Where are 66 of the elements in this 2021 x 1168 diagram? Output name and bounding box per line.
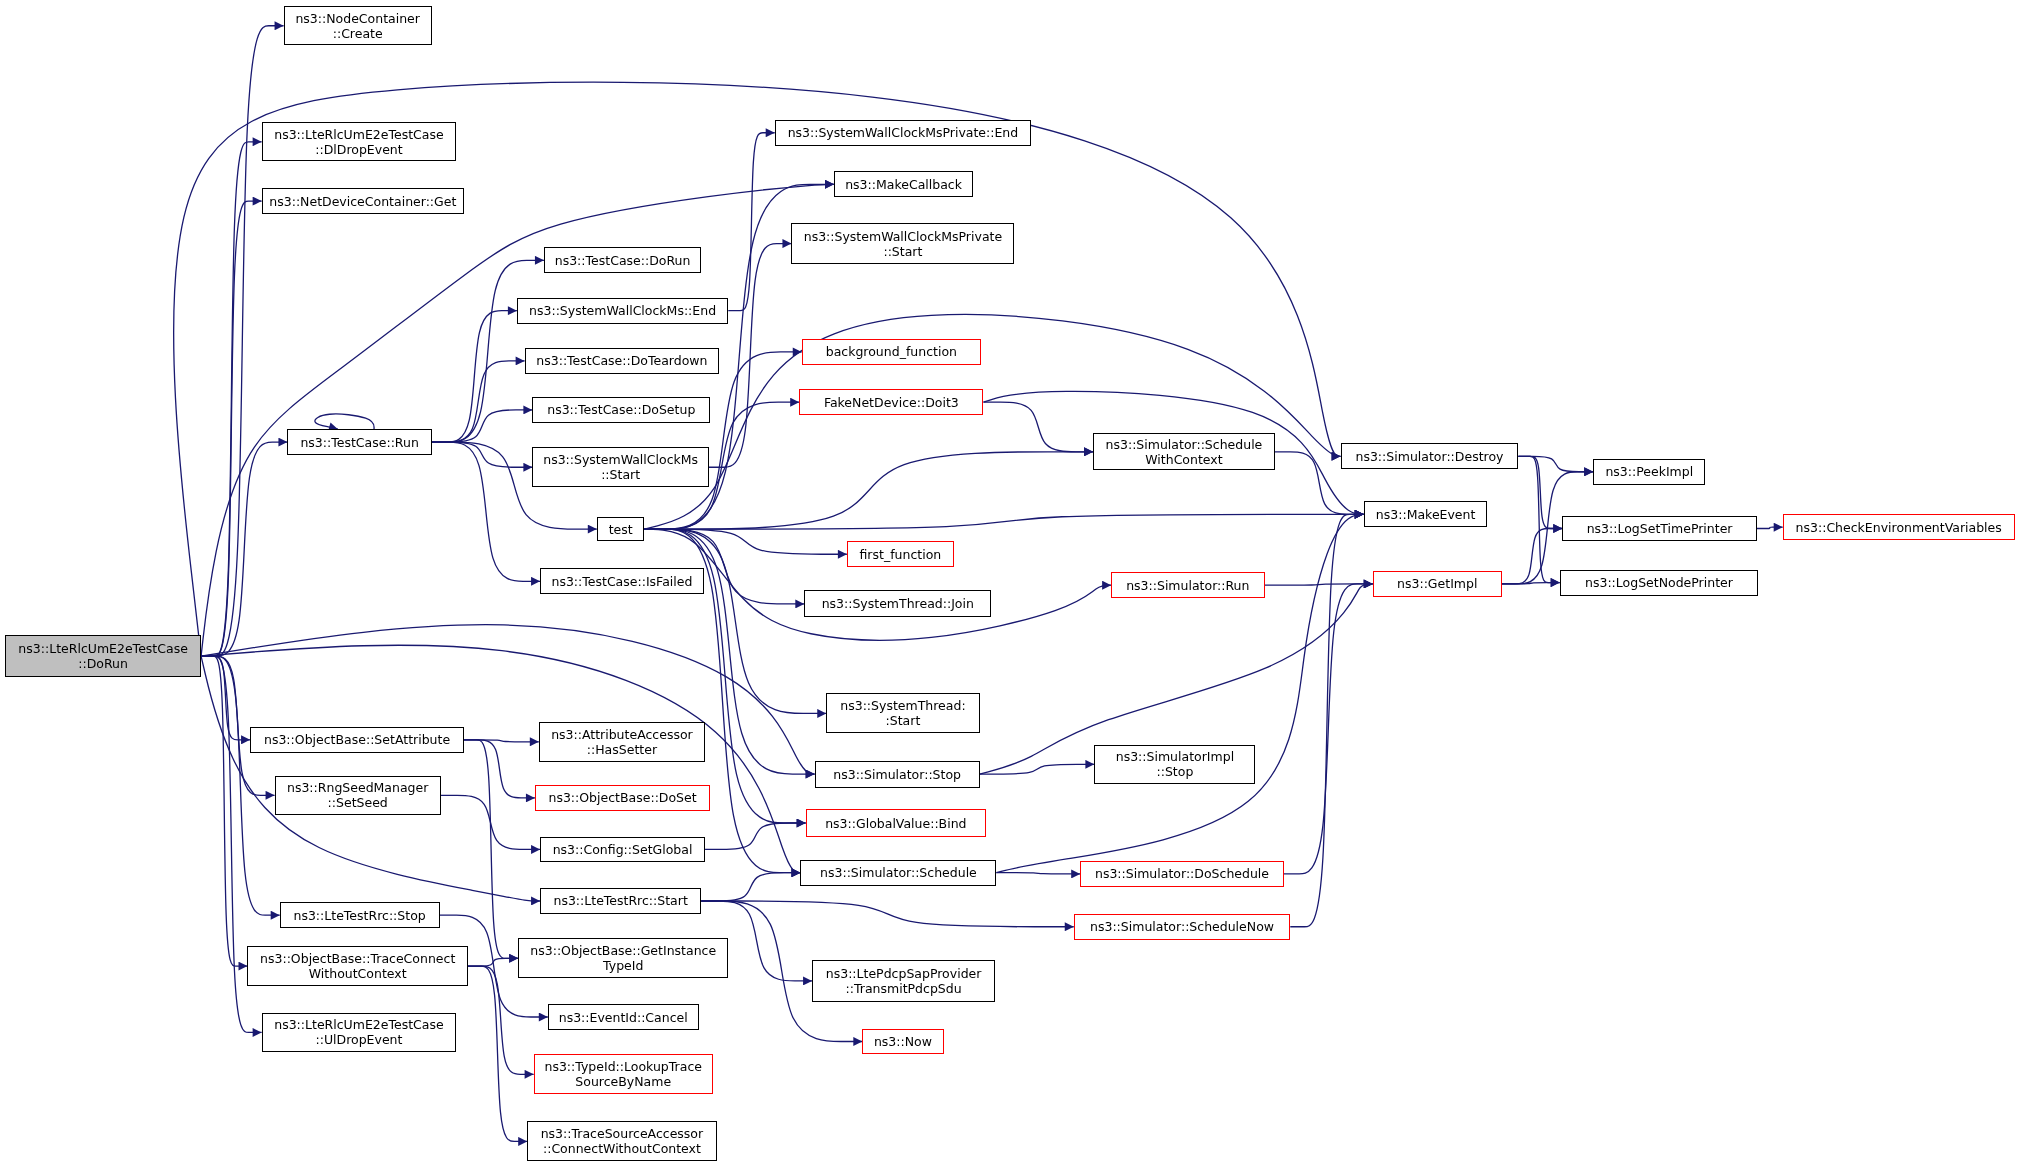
function-box: ns3::TestCase::DoSetup: [532, 397, 711, 423]
function-box: ns3::LtePdcpSapProvider ::TransmitPdcpSdu: [812, 960, 996, 1002]
call-arrow: [700, 900, 863, 1046]
function-box: ns3::SystemWallClockMsPrivate::End: [774, 119, 1032, 146]
function-box: ns3::TestCase::DoRun: [543, 247, 702, 274]
function-box: ns3::ObjectBase::GetInstance TypeId: [518, 938, 729, 979]
function-box: ns3::Simulator::DoSchedule: [1080, 861, 1284, 887]
function-box: ns3::Simulator::Run: [1111, 572, 1265, 599]
function-box: ns3::TestCase::IsFailed: [540, 568, 704, 595]
function-box: ns3::LteRlcUmE2eTestCase ::DlDropEvent: [261, 122, 457, 162]
function-box: ns3::Simulator::ScheduleNow: [1073, 913, 1291, 940]
function-box: FakeNetDevice::Doit3: [799, 389, 984, 416]
function-box: ns3::GetImpl: [1372, 571, 1502, 597]
function-box: ns3::MakeEvent: [1363, 501, 1488, 528]
function-box: ns3::EventId::Cancel: [547, 1004, 699, 1030]
function-box: ns3::Simulator::Destroy: [1340, 443, 1519, 470]
function-box: ns3::LteTestRrc::Stop: [279, 902, 440, 929]
call-arrow: [979, 759, 1095, 775]
function-box: ns3::TraceSourceAccessor ::ConnectWithoutContext: [527, 1121, 717, 1162]
function-box: ns3::CheckEnvironmentVariables: [1782, 514, 2015, 541]
function-box: ns3::NodeContainer ::Create: [283, 6, 432, 46]
call-arrow: [1283, 579, 1374, 875]
call-arrow: [1756, 522, 1784, 532]
function-box: ns3::GlobalValue::Bind: [805, 809, 987, 837]
call-arrow: [995, 869, 1081, 879]
function-box: ns3::SystemThread: :Start: [826, 693, 980, 734]
function-box: ns3::ObjectBase::TraceConnect WithoutContext: [247, 946, 468, 987]
call-arrow: [1289, 509, 1365, 928]
function-box: ns3::LteRlcUmE2eTestCase ::DoRun: [5, 635, 202, 677]
function-box: ns3::SystemThread::Join: [804, 590, 992, 618]
function-box: ns3::LogSetNodePrinter: [1559, 569, 1759, 596]
function-box: ns3::LteRlcUmE2eTestCase ::UlDropEvent: [261, 1013, 457, 1052]
call-arrow: [438, 914, 549, 1022]
function-box: background_function: [801, 339, 981, 365]
function-box: ns3::ObjectBase::DoSet: [534, 785, 711, 811]
function-box: ns3::ObjectBase::SetAttribute: [250, 727, 465, 753]
function-box: ns3::Config::SetGlobal: [540, 836, 706, 863]
function-box: ns3::SystemWallClockMs::End: [516, 297, 729, 324]
function-box: ns3::MakeCallback: [833, 171, 974, 198]
call-arrow: [200, 655, 541, 906]
function-box: ns3::TestCase::Run: [287, 429, 432, 455]
function-box: ns3::PeekImpl: [1593, 458, 1706, 485]
function-box: ns3::Simulator::Stop: [814, 760, 980, 788]
function-box: ns3::SystemWallClockMsPrivate ::Start: [791, 223, 1015, 265]
call-arrow: [704, 818, 807, 851]
call-arrow: [440, 794, 541, 854]
function-box: ns3::NetDeviceContainer::Get: [261, 188, 464, 214]
call-arrow: [1501, 578, 1561, 588]
function-box: first_function: [846, 541, 954, 568]
function-box: ns3::AttributeAccessor ::HasSetter: [538, 721, 706, 762]
call-arrow: [431, 441, 541, 586]
function-box: ns3::SystemWallClockMs ::Start: [532, 447, 709, 488]
function-box: ns3::TypeId::LookupTrace SourceByName: [533, 1054, 713, 1095]
function-box: ns3::RngSeedManager ::SetSeed: [274, 775, 441, 815]
function-box: ns3::Simulator::Schedule WithContext: [1093, 433, 1275, 471]
function-box: ns3::TestCase::DoTeardown: [524, 348, 720, 374]
call-arrow: [708, 239, 793, 468]
function-box: test: [596, 516, 645, 542]
function-box: ns3::LteTestRrc::Start: [540, 888, 702, 914]
function-box: ns3::LogSetTimePrinter: [1562, 515, 1757, 542]
call-arrow: [467, 965, 528, 1146]
function-box: ns3::Simulator::Schedule: [800, 859, 997, 886]
function-box: ns3::Now: [862, 1028, 944, 1055]
call-arrow: [727, 128, 776, 312]
call-arrow: [982, 401, 1094, 457]
function-box: ns3::SimulatorImpl ::Stop: [1094, 745, 1256, 784]
